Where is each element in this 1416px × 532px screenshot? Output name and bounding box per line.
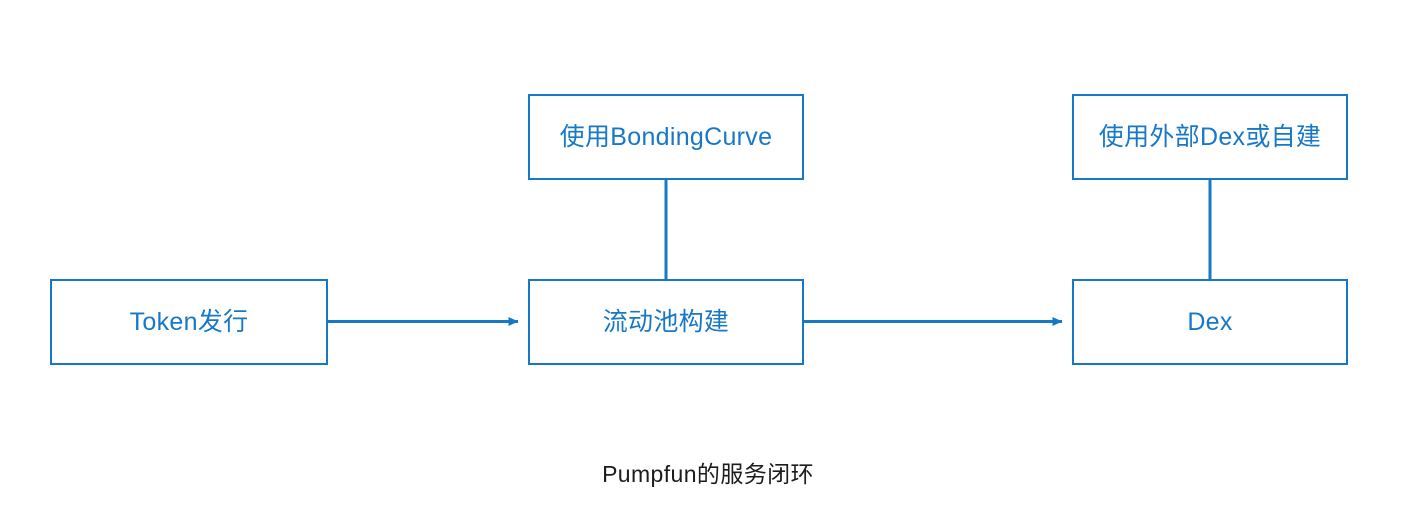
node-dex[interactable]: Dex (1072, 279, 1348, 365)
node-bonding-curve[interactable]: 使用BondingCurve (528, 94, 804, 180)
node-dex-label: Dex (1187, 308, 1233, 336)
node-external-dex[interactable]: 使用外部Dex或自建 (1072, 94, 1348, 180)
node-external-dex-label: 使用外部Dex或自建 (1098, 123, 1322, 151)
diagram-caption: Pumpfun的服务闭环 (602, 461, 814, 487)
node-bonding-curve-label: 使用BondingCurve (559, 123, 773, 151)
node-liquidity-pool-label: 流动池构建 (602, 308, 730, 336)
node-liquidity-pool[interactable]: 流动池构建 (528, 279, 804, 365)
node-token-issue-label: Token发行 (129, 308, 249, 336)
node-token-issue[interactable]: Token发行 (50, 279, 328, 365)
